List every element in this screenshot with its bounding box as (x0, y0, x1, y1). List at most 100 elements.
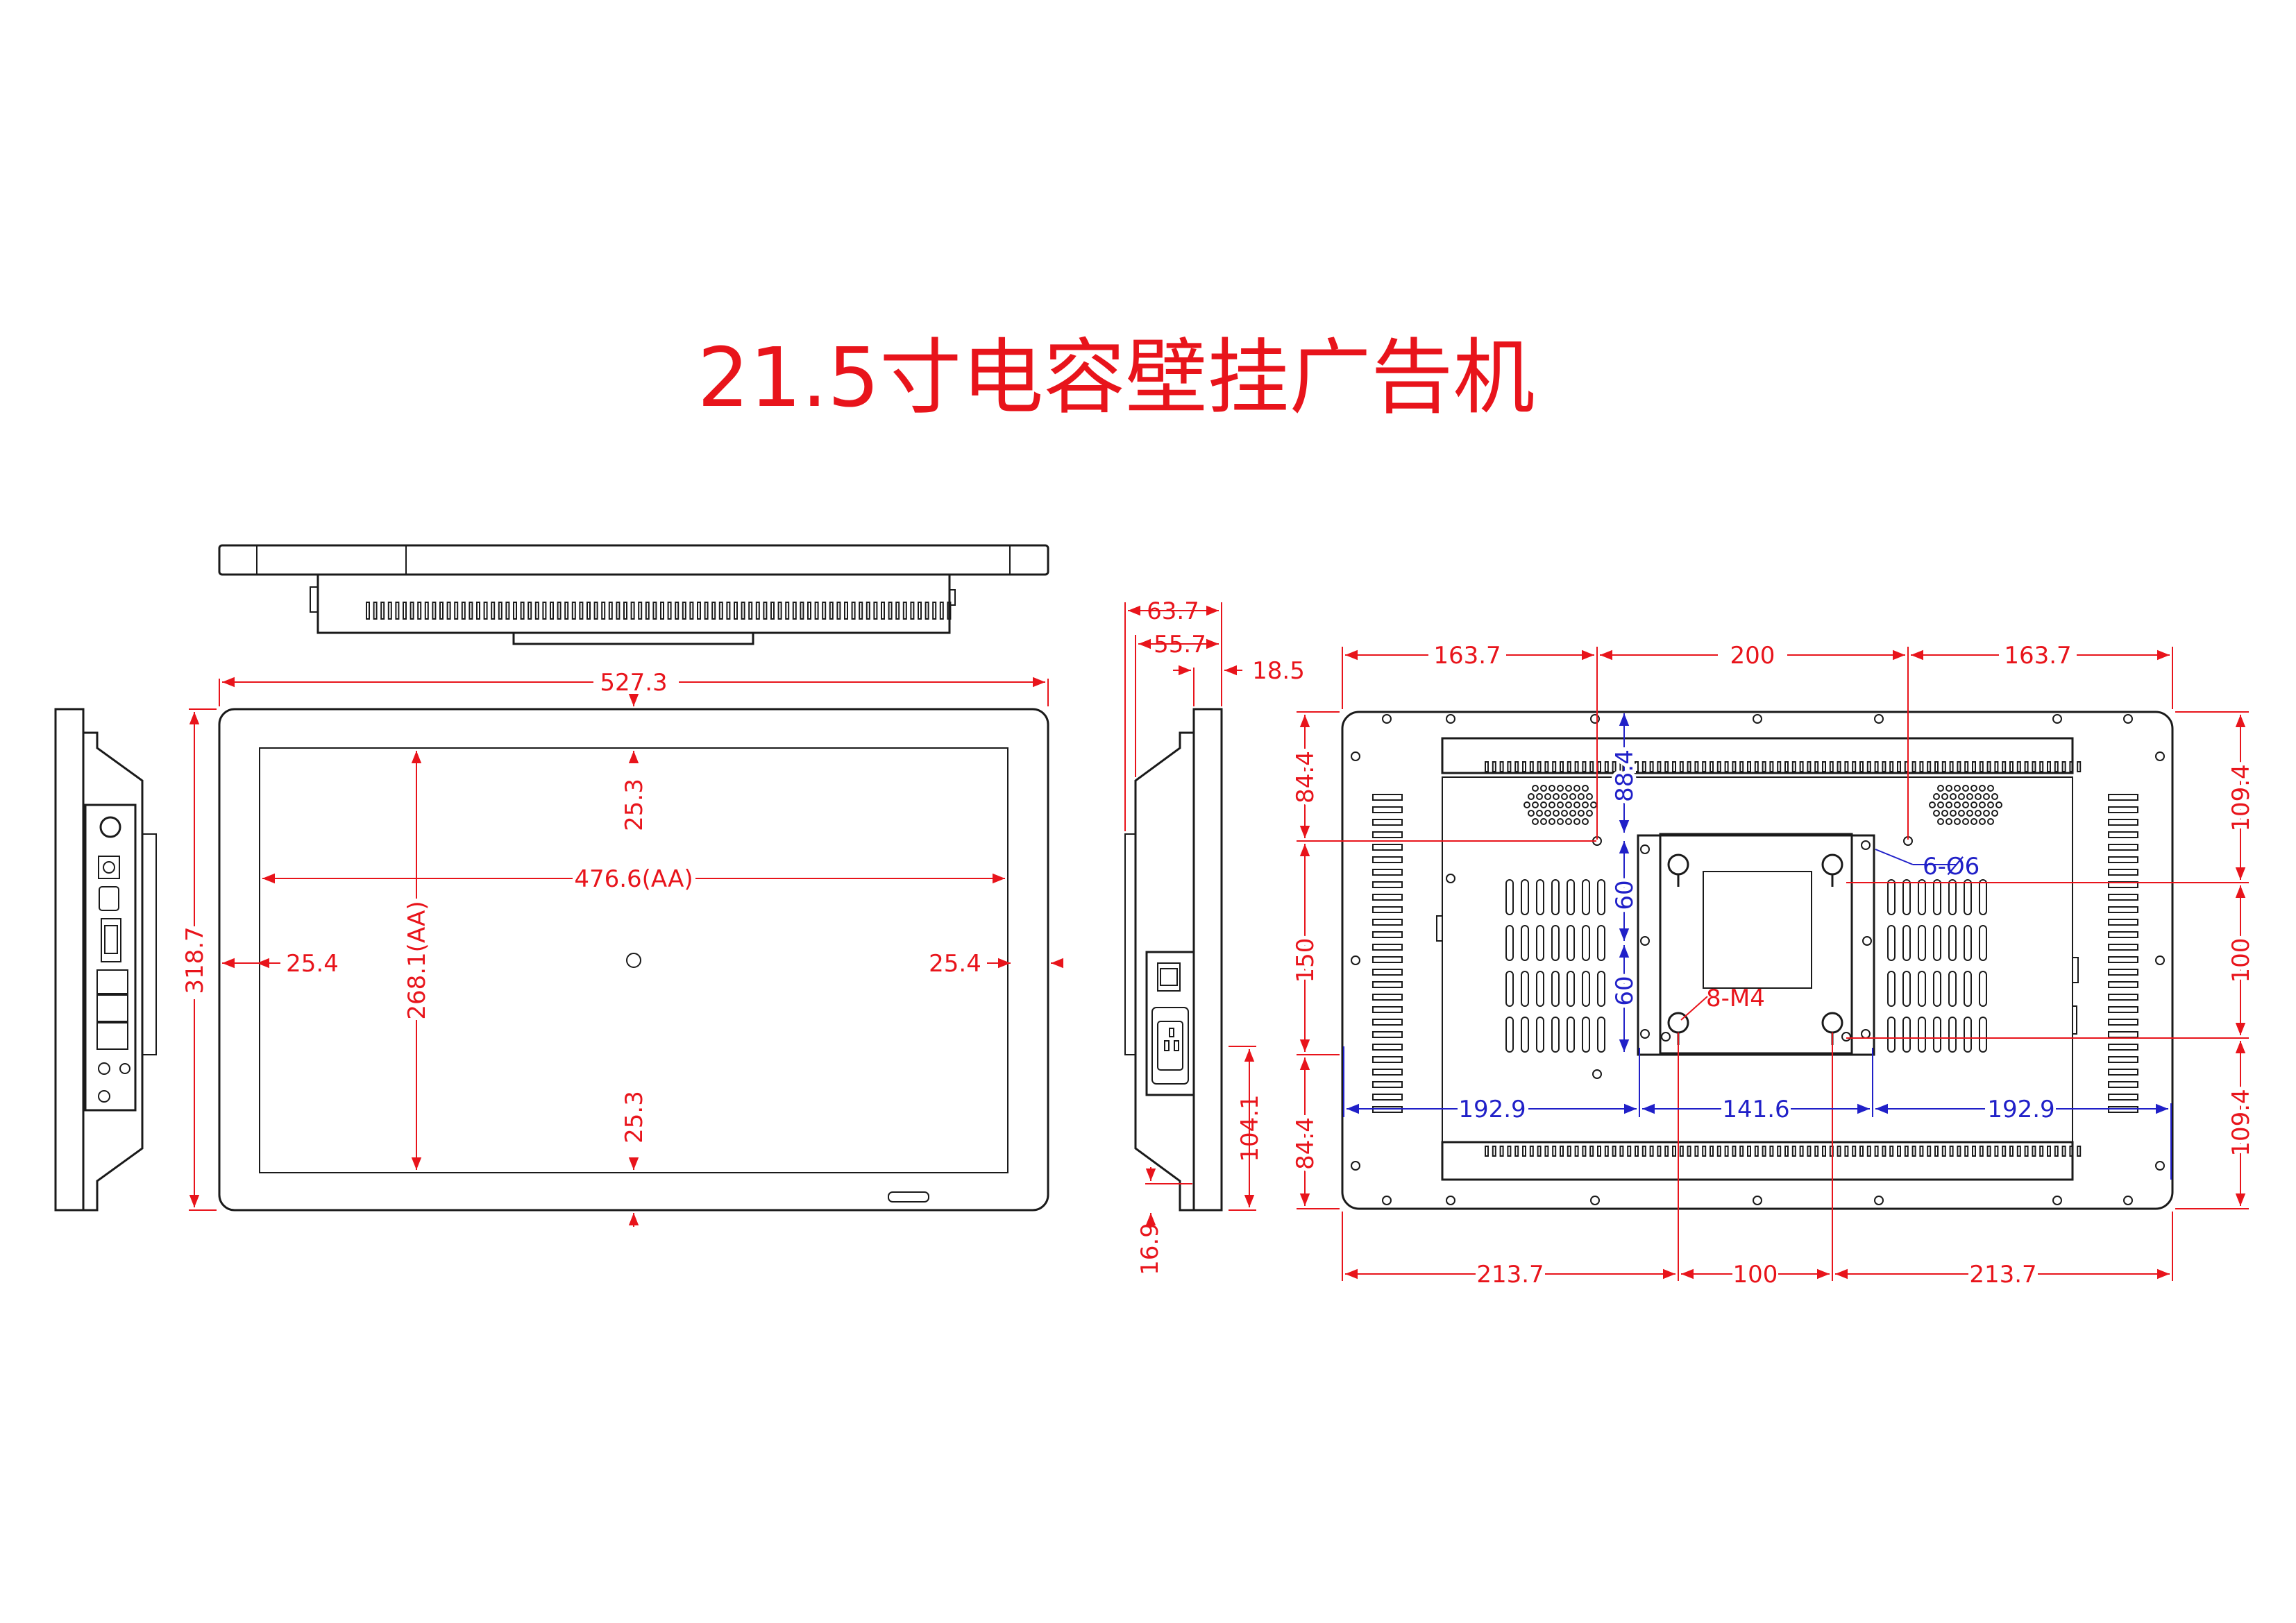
vent-slot (2108, 956, 2138, 963)
vent-slot (2108, 831, 2138, 838)
vent-slot (1574, 1146, 1579, 1157)
screw-hole (1446, 874, 1455, 883)
speaker-hole (1945, 818, 1952, 825)
speaker-hole (1954, 785, 1961, 792)
vent-slot (1567, 925, 1575, 961)
dim-rear-left-lower: 84.4 (1292, 1117, 1319, 1170)
vent-slot (557, 602, 562, 620)
vent-slot (1597, 971, 1605, 1007)
vent-slot (932, 602, 937, 620)
vent-slot (1507, 761, 1512, 772)
vent-slot (918, 602, 922, 620)
vent-slot (777, 602, 782, 620)
vent-slot (1837, 1146, 1841, 1157)
speaker-hole (1962, 785, 1969, 792)
vent-slot (1986, 761, 1991, 772)
vent-slot (1918, 971, 1926, 1007)
vent-slot (1505, 925, 1514, 961)
vent-slot (1979, 925, 1987, 961)
vent-slot (1948, 879, 1957, 915)
top-view (218, 544, 1049, 645)
vent-slot (1635, 1146, 1639, 1157)
screw-hole (1841, 1032, 1851, 1042)
vent-slot (1372, 931, 1403, 938)
vent-slot (1589, 761, 1594, 772)
vent-slot (1687, 761, 1691, 772)
speaker-hole (1553, 793, 1560, 800)
vent-slot (564, 602, 569, 620)
vent-slot (895, 602, 900, 620)
dim-rear-right-mid: 100 (2227, 938, 2255, 983)
vent-slot (2009, 1146, 2014, 1157)
speaker-hole (1528, 793, 1535, 800)
speaker-hole (1945, 785, 1952, 792)
vent-slot (1887, 879, 1896, 915)
vent-slot (1499, 1146, 1504, 1157)
vent-slot (1597, 925, 1605, 961)
vent-slot (1521, 925, 1529, 961)
vent-slot (1979, 971, 1987, 1007)
vent-slot (1672, 761, 1676, 772)
speaker-hole (1586, 793, 1593, 800)
vent-slot (1822, 1146, 1826, 1157)
speaker-hole (1937, 818, 1944, 825)
speaker-hole (1991, 793, 1998, 800)
vent-slot (734, 602, 738, 620)
vent-slot (1567, 1146, 1571, 1157)
vent-slot (1919, 1146, 1924, 1157)
vent-slot (366, 602, 370, 620)
vent-slot (1979, 1146, 1984, 1157)
vent-slot (1521, 1017, 1529, 1053)
vent-slot (1979, 761, 1984, 772)
vent-slot (1536, 1017, 1544, 1053)
vent-slot (2108, 906, 2138, 913)
vent-slot (807, 602, 811, 620)
speaker-hole (1569, 810, 1576, 817)
dim-rear-left-mid: 150 (1292, 938, 1319, 983)
vent-slot (2032, 761, 2036, 772)
vent-slot (1372, 806, 1403, 813)
vent-slot (2069, 761, 2074, 772)
label-holes-large: 6-Ø6 (1923, 853, 1980, 881)
vent-slot (1537, 761, 1542, 772)
speaker-grille-right (1929, 785, 2002, 825)
vent-slot (1887, 1017, 1896, 1053)
dim-active-width: 476.6(AA) (574, 865, 693, 893)
dim-border-left: 25.4 (286, 950, 339, 978)
dim-rear-inner-v1: 88.4 (1611, 749, 1639, 802)
vent-slot (395, 602, 400, 620)
dim-border-bottom: 25.3 (621, 1091, 648, 1144)
speaker-hole (1548, 785, 1555, 792)
vent-slot (2047, 1146, 2051, 1157)
vent-slot (1949, 761, 1954, 772)
speaker-hole (1578, 810, 1585, 817)
vent-slot (1657, 761, 1662, 772)
vent-slot (1777, 761, 1782, 772)
speaker-hole (1937, 785, 1944, 792)
vent-slot (534, 602, 539, 620)
vent-slot (439, 602, 444, 620)
vent-slot (601, 602, 606, 620)
vent-slot (1859, 761, 1864, 772)
vent-slot (1964, 879, 1972, 915)
screw-hole (2155, 751, 2165, 761)
vent-slot (1844, 1146, 1849, 1157)
vent-slot (527, 602, 532, 620)
speaker-hole (1933, 810, 1940, 817)
vent-slot (1927, 761, 1932, 772)
speaker-hole (1544, 793, 1551, 800)
vent-slot (1499, 761, 1504, 772)
vent-slot (1957, 761, 1961, 772)
vent-slot (1941, 761, 1946, 772)
vent-slot (1604, 761, 1609, 772)
vent-slot (873, 602, 878, 620)
screw-hole (1382, 1196, 1392, 1205)
vent-slot (1485, 761, 1489, 772)
vent-slot (1934, 761, 1939, 772)
vent-slot (2108, 1019, 2138, 1026)
vent-slot (1505, 1017, 1514, 1053)
vent-slot (763, 602, 768, 620)
screw-hole (2155, 955, 2165, 965)
vent-slot (2077, 761, 2082, 772)
speaker-hole (1987, 818, 1994, 825)
